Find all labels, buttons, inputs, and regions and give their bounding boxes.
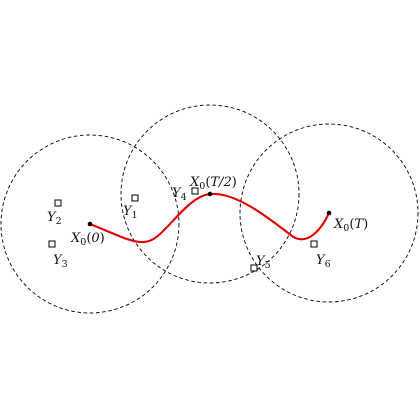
observation-label-2: Y2 — [47, 210, 62, 227]
observation-marker-3 — [48, 240, 56, 248]
circle-end — [239, 123, 419, 303]
label-end: X0(T) — [333, 217, 368, 234]
point-mid — [207, 191, 213, 197]
point-end — [326, 210, 332, 216]
observation-marker-2 — [54, 199, 62, 207]
observation-label-3: Y3 — [53, 253, 68, 270]
trajectory-points — [87, 191, 332, 227]
observation-label-4: Y4 — [172, 186, 187, 203]
label-start: X0(0) — [70, 231, 105, 248]
neighborhood-circles — [0, 104, 419, 314]
observation-label-5: Y5 — [256, 254, 271, 271]
observation-markers — [48, 187, 318, 272]
observation-marker-5 — [250, 264, 258, 272]
observation-marker-6 — [310, 240, 318, 248]
observation-marker-4 — [191, 187, 199, 195]
observation-label-6: Y6 — [316, 253, 331, 270]
label-mid: X0(T/2) — [189, 175, 237, 192]
circle-start — [0, 134, 180, 314]
observation-marker-1 — [131, 194, 139, 202]
observation-label-1: Y1 — [123, 204, 138, 221]
point-start — [87, 221, 93, 227]
circle-mid — [120, 104, 300, 284]
